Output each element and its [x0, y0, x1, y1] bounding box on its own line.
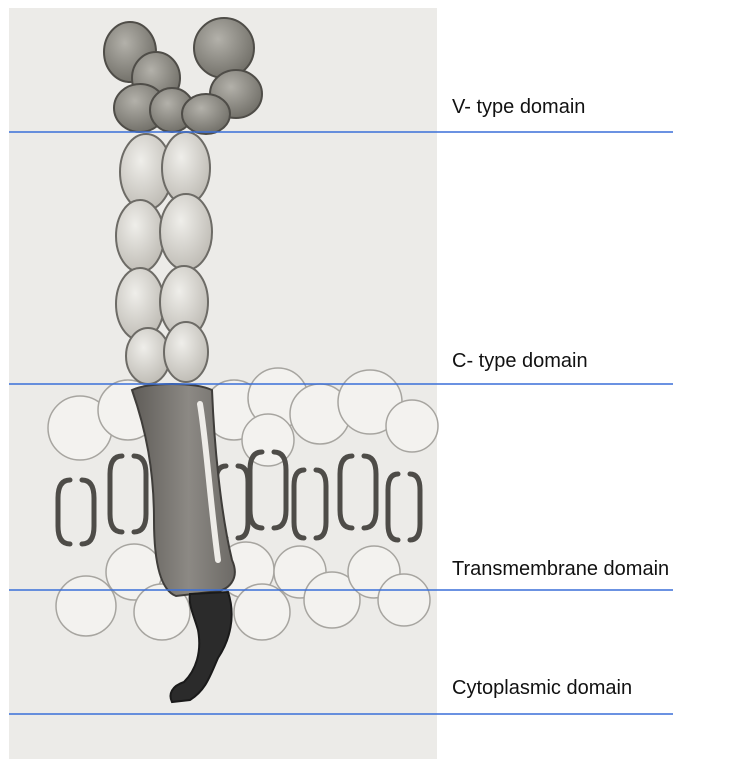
cytoplasmic-domain-label: Cytoplasmic domain [452, 677, 632, 700]
c-type-domain-label: C- type domain [452, 350, 588, 373]
v-type-domain-label: V- type domain [452, 96, 585, 119]
transmembrane-domain-label: Transmembrane domain [452, 558, 669, 581]
